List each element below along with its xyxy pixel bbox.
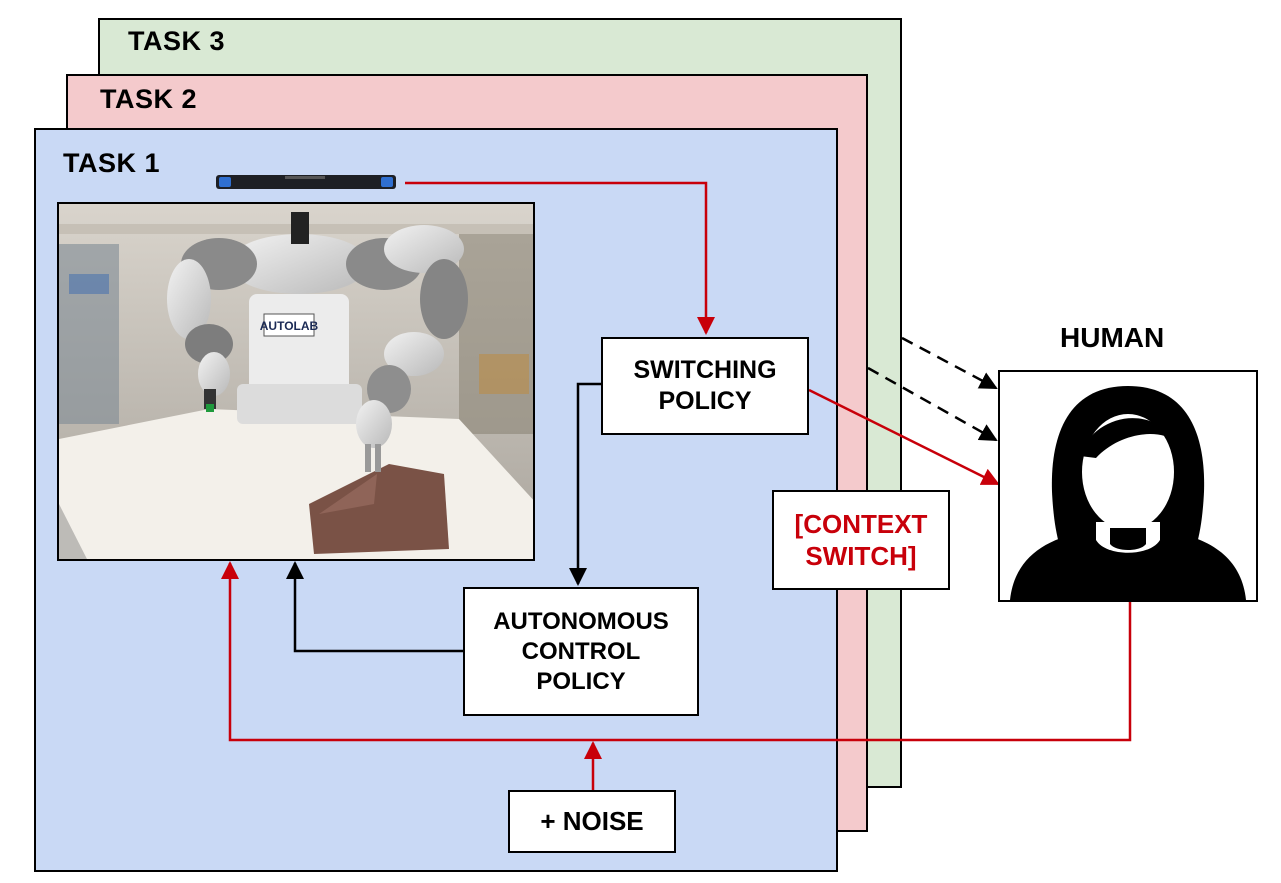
- task2-title: TASK 2: [100, 84, 198, 114]
- switching-to-autonomous-arrow: [569, 382, 601, 586]
- robot-image: AUTOLAB: [59, 204, 533, 559]
- autonomous-to-robot-arrow: [286, 561, 463, 653]
- task2-to-human-dashed-arrow: [867, 366, 998, 442]
- robot-photo: AUTOLAB: [57, 202, 535, 561]
- noise-box: + NOISE: [508, 790, 676, 853]
- autolab-logo: AUTOLAB: [260, 319, 319, 333]
- task3-to-human-dashed-arrow: [901, 336, 998, 390]
- context-switch-box: [CONTEXT SWITCH]: [772, 490, 950, 590]
- human-to-robot-arrow: [221, 561, 1132, 742]
- task3-title: TASK 3: [128, 26, 226, 56]
- camera-icon: [216, 175, 396, 189]
- human-label: HUMAN: [1060, 322, 1165, 353]
- switching-to-human-arrow: [808, 388, 1000, 486]
- human-box: [998, 370, 1258, 602]
- switching-policy-box: SWITCHING POLICY: [601, 337, 809, 435]
- task1-title: TASK 1: [63, 148, 161, 178]
- camera-to-switching-arrow: [405, 181, 715, 335]
- autonomous-control-policy-box: AUTONOMOUS CONTROL POLICY: [463, 587, 699, 716]
- human-avatar-icon: [1010, 386, 1246, 600]
